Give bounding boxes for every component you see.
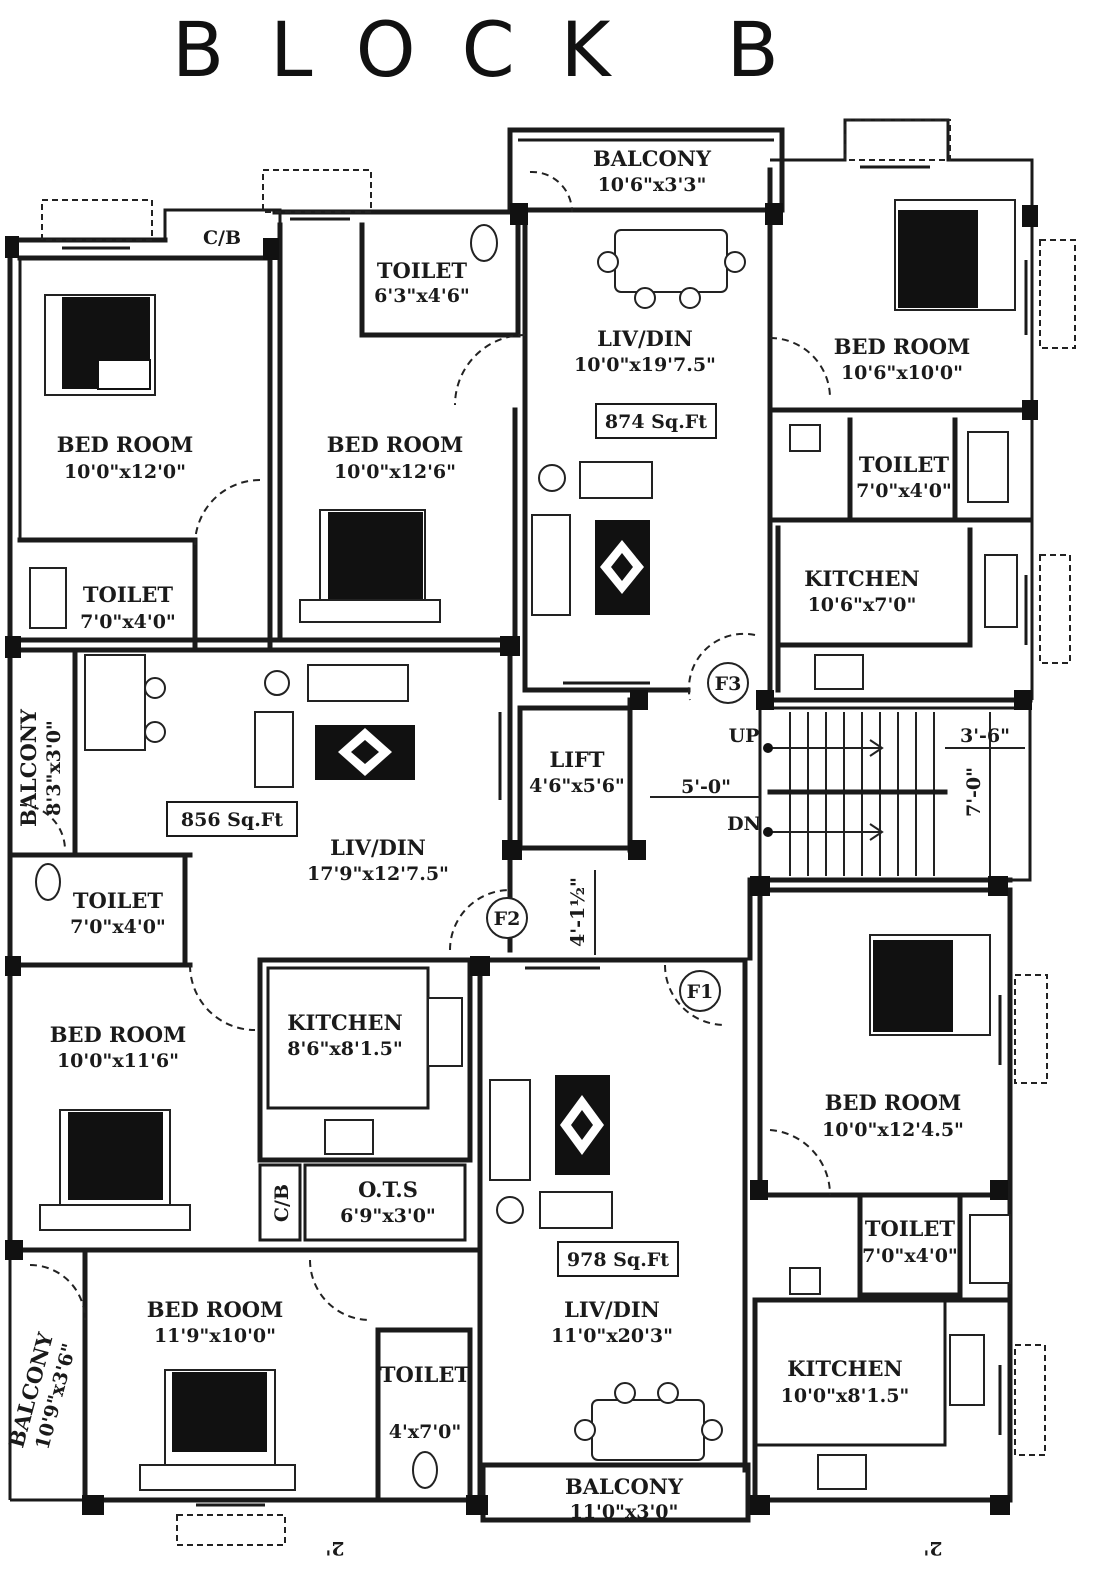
stair-width-dim: 3'-6" xyxy=(960,725,1010,747)
flat-tag: F3 xyxy=(715,673,742,695)
flat-area-label: 856 Sq.Ft xyxy=(181,809,283,831)
stove-icon xyxy=(984,554,1018,628)
fixtures xyxy=(29,224,1018,1490)
room-name: TOILET xyxy=(380,1362,471,1387)
flat-tags: F3 F2 F1 xyxy=(486,662,749,1012)
staircase xyxy=(594,712,1025,955)
corridor-dim: 4'-1½" xyxy=(567,877,589,947)
wc-icon xyxy=(412,1451,438,1489)
stair-length-dim: 7'-0" xyxy=(963,767,985,817)
columns xyxy=(5,203,1038,1515)
room-name: BED ROOM xyxy=(834,334,971,359)
room-dim: 10'6"x3'3" xyxy=(598,174,707,196)
wc-icon xyxy=(35,863,61,901)
doors xyxy=(19,170,832,1321)
shower-icon xyxy=(969,1214,1011,1284)
shower-icon xyxy=(967,431,1009,503)
room-name: TOILET xyxy=(865,1216,956,1241)
stair-labels: UP DN 5'-0" 3'-6" 7'-0" 4'-1½" xyxy=(567,725,1010,947)
room-name: O.T.S xyxy=(358,1177,418,1202)
offset-mark: 2' xyxy=(923,1537,942,1559)
room-dim: 10'0"x12'4.5" xyxy=(822,1119,964,1141)
windows xyxy=(8,119,1076,1546)
stove-icon xyxy=(427,997,463,1067)
room-dim: 7'0"x4'0" xyxy=(856,480,952,502)
shower-icon xyxy=(29,567,67,629)
room-labels: BALCONY 10'6"x3'3" TOILET 6'3"x4'6" LIV/… xyxy=(3,146,970,1523)
room-dim: 7'0"x4'0" xyxy=(862,1245,958,1267)
room-dim: 6'3"x4'6" xyxy=(374,285,470,307)
flat-area-label: 978 Sq.Ft xyxy=(567,1249,669,1271)
room-name: KITCHEN xyxy=(804,566,919,591)
bed-icon xyxy=(894,199,1016,311)
room-name: BED ROOM xyxy=(147,1297,284,1322)
wc-icon xyxy=(470,224,498,262)
room-name: LIV/DIN xyxy=(330,835,426,860)
room-dim: 11'0"x3'0" xyxy=(570,1501,679,1523)
room-dim: 10'0"x8'1.5" xyxy=(781,1385,910,1407)
room-dim: 10'0"x12'6" xyxy=(334,461,456,483)
room-name: KITCHEN xyxy=(287,1010,402,1035)
bed-icon xyxy=(44,294,156,396)
room-name: TOILET xyxy=(73,888,164,913)
sink-icon xyxy=(324,1119,374,1155)
room-name: BALCONY xyxy=(16,708,41,827)
basin-icon xyxy=(789,1267,821,1295)
room-dim: 17'9"x12'7.5" xyxy=(307,863,449,885)
room-dim: 10'0"x12'0" xyxy=(64,461,186,483)
floor-plan: BALCONY 10'6"x3'3" TOILET 6'3"x4'6" LIV/… xyxy=(3,118,1076,1559)
stair-down-label: DN xyxy=(727,813,761,835)
bottom-marks: 2' 2' xyxy=(325,1537,942,1559)
room-name: BED ROOM xyxy=(57,432,194,457)
cupboard-label: C/B xyxy=(271,1184,293,1222)
title-text: BLOCK B xyxy=(172,5,825,94)
beds xyxy=(39,199,1016,1491)
room-name: LIV/DIN xyxy=(597,326,693,351)
offset-mark: 2' xyxy=(325,1537,344,1559)
bed-icon xyxy=(869,934,991,1036)
room-dim: 7'0"x4'0" xyxy=(80,611,176,633)
room-dim: 8'3"x3'0" xyxy=(43,720,65,816)
room-dim: 10'6"x10'0" xyxy=(841,362,963,384)
cupboard-label: C/B xyxy=(203,227,241,249)
room-dim: 10'6"x7'0" xyxy=(808,594,917,616)
room-dim: 4'6"x5'6" xyxy=(529,775,625,797)
room-dim: 6'9"x3'0" xyxy=(340,1205,436,1227)
room-name: BED ROOM xyxy=(327,432,464,457)
room-name: TOILET xyxy=(377,258,468,283)
bed-icon xyxy=(39,1109,191,1231)
stair-up-label: UP xyxy=(729,725,760,747)
room-dim: 11'9"x10'0" xyxy=(154,1325,276,1347)
room-name: BED ROOM xyxy=(825,1090,962,1115)
room-name: LIV/DIN xyxy=(564,1297,660,1322)
flat-tag: F1 xyxy=(687,981,714,1003)
room-name: KITCHEN xyxy=(787,1356,902,1381)
room-name: TOILET xyxy=(859,452,950,477)
basin-icon xyxy=(789,424,821,452)
flat-area-label: 874 Sq.Ft xyxy=(605,411,707,433)
room-name: BED ROOM xyxy=(50,1022,187,1047)
room-name: BALCONY xyxy=(565,1474,684,1499)
plan-title: BLOCK B xyxy=(172,5,825,94)
furniture xyxy=(84,229,746,1461)
room-dim: 4'x7'0" xyxy=(389,1421,462,1443)
room-name: LIFT xyxy=(549,747,604,772)
bed-icon xyxy=(139,1369,296,1491)
room-dim: 10'0"x11'6" xyxy=(57,1050,179,1072)
room-name: BALCONY xyxy=(593,146,712,171)
room-name: TOILET xyxy=(83,582,174,607)
stove-icon xyxy=(949,1334,985,1406)
bed-icon xyxy=(299,509,441,623)
sink-icon xyxy=(814,654,864,690)
landing-dim: 5'-0" xyxy=(681,776,731,798)
sink-icon xyxy=(817,1454,867,1490)
room-dim: 7'0"x4'0" xyxy=(70,916,166,938)
room-dim: 10'0"x19'7.5" xyxy=(574,354,716,376)
flat-tag: F2 xyxy=(494,908,521,930)
room-dim: 11'0"x20'3" xyxy=(551,1325,673,1347)
room-dim: 8'6"x8'1.5" xyxy=(287,1038,402,1060)
flat-areas: 874 Sq.Ft 856 Sq.Ft 978 Sq.Ft xyxy=(166,403,717,1277)
